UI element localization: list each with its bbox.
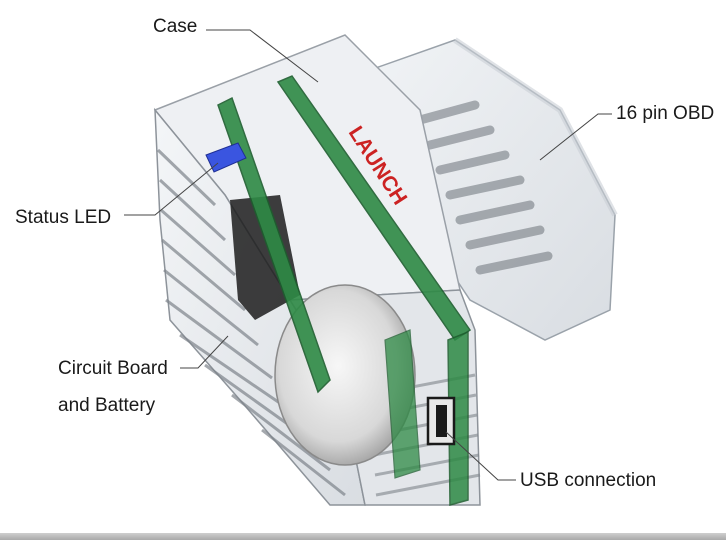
circuit-board-vertical [447,330,469,506]
bottom-border [0,533,726,540]
obd-pins [415,100,553,275]
leader-lines [124,29,612,481]
label-status-led: Status LED [15,207,112,228]
leader-obd [539,113,612,161]
circuit-boards [217,75,472,506]
obd-connector [369,37,618,341]
circuit-board-lower [384,329,421,479]
label-case: Case [153,16,198,37]
leader-usb [445,431,516,481]
leader-circuit [180,335,229,369]
circuit-board-right [276,75,472,342]
usb-port [426,396,456,446]
label-circuit-line2: and Battery [58,395,156,416]
label-obd: 16 pin OBD [616,103,715,124]
label-usb: USB connection [520,470,657,491]
circuit-board-left [217,96,331,394]
leader-case [206,29,319,83]
leader-status-led [124,162,219,216]
case-ribs [156,148,346,497]
label-circuit-line1: Circuit Board [58,358,168,379]
